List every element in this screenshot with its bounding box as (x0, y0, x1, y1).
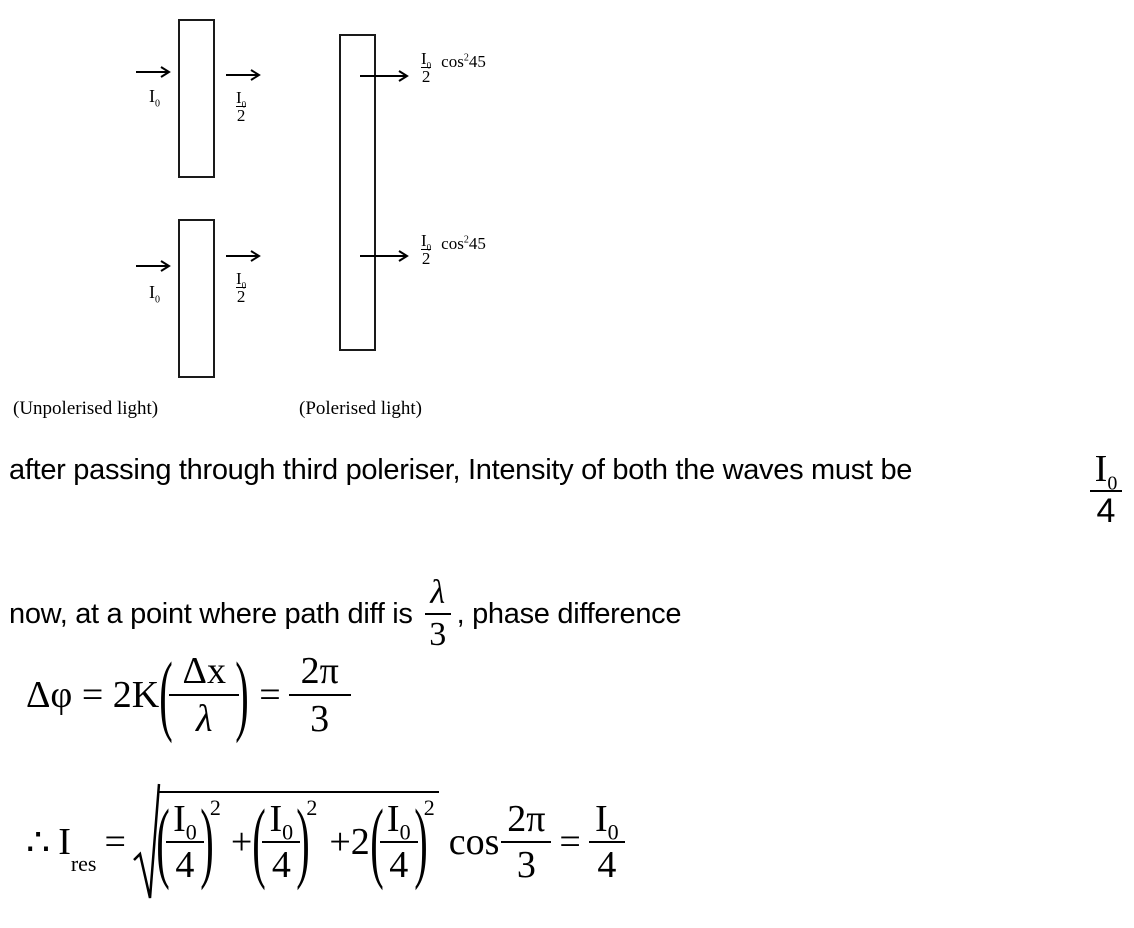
radicand: ( I0 4 ) 2 + ( I0 4 ) 2 +2 ( I0 4 ) 2 (156, 791, 439, 887)
quarter-intensity-fraction: I0 4 (1090, 450, 1122, 528)
input-intensity-label: I0 (149, 282, 160, 306)
resultant-intensity-equation: ∴ Ires = ( I0 4 ) 2 + ( I0 4 ) 2 +2 ( I0 (26, 782, 625, 902)
phase-difference-equation: Δφ = 2K ( Δx λ ) = 2π 3 (26, 650, 351, 740)
polariser-3 (339, 34, 376, 351)
intensity-statement: after passing through third poleriser, I… (9, 454, 913, 486)
output-arrow-icon (226, 250, 261, 262)
path-difference-statement: now, at a point where path diff is λ 3 ,… (9, 574, 682, 653)
polarised-output-arrow-icon (360, 250, 409, 262)
polariser-1 (178, 19, 215, 178)
caption-unpolarised: (Unpolerised light) (13, 398, 159, 419)
caption-polarised: (Polerised light) (299, 398, 422, 419)
square-root-icon (133, 783, 161, 899)
polariser-2 (178, 219, 215, 378)
input-arrow-icon (136, 260, 171, 272)
input-intensity-label: I0 (149, 86, 160, 110)
input-arrow-icon (136, 66, 171, 78)
polarised-output-arrow-icon (360, 70, 409, 82)
output-arrow-icon (226, 69, 261, 81)
